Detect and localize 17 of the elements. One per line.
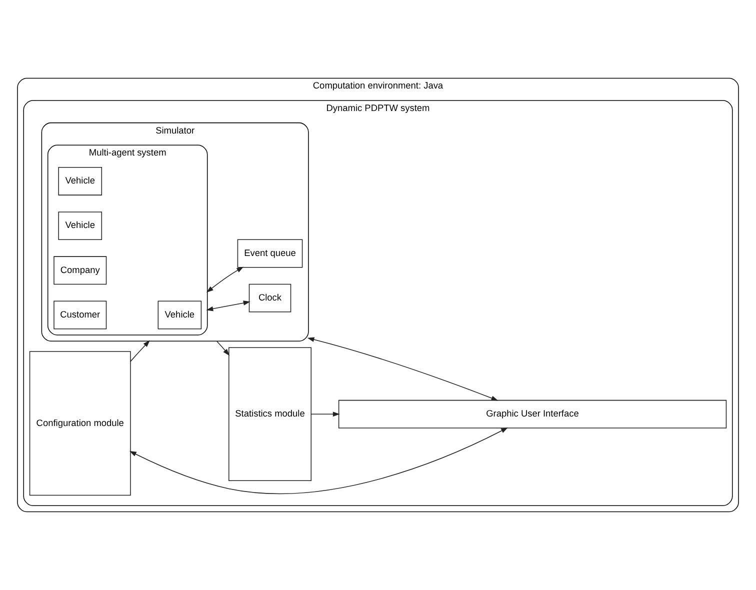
node-box: Company <box>54 256 107 285</box>
arrow <box>206 266 244 293</box>
node-box: Clock <box>248 284 292 312</box>
arrow <box>206 300 250 312</box>
node-box: Vehicle <box>158 300 202 330</box>
node-box: Event queue <box>237 239 303 268</box>
arrow <box>307 337 498 401</box>
arrow <box>216 340 230 356</box>
node-box: Vehicle <box>58 167 102 196</box>
node-box: Customer <box>54 300 107 330</box>
node-box: Vehicle <box>58 212 102 240</box>
arrow <box>310 412 340 417</box>
node-box: Statistics module <box>228 347 312 482</box>
arrow <box>130 340 150 362</box>
node-box: Graphic User Interface <box>338 400 727 428</box>
arrow <box>129 427 508 494</box>
node-box: Configuration module <box>29 351 131 496</box>
